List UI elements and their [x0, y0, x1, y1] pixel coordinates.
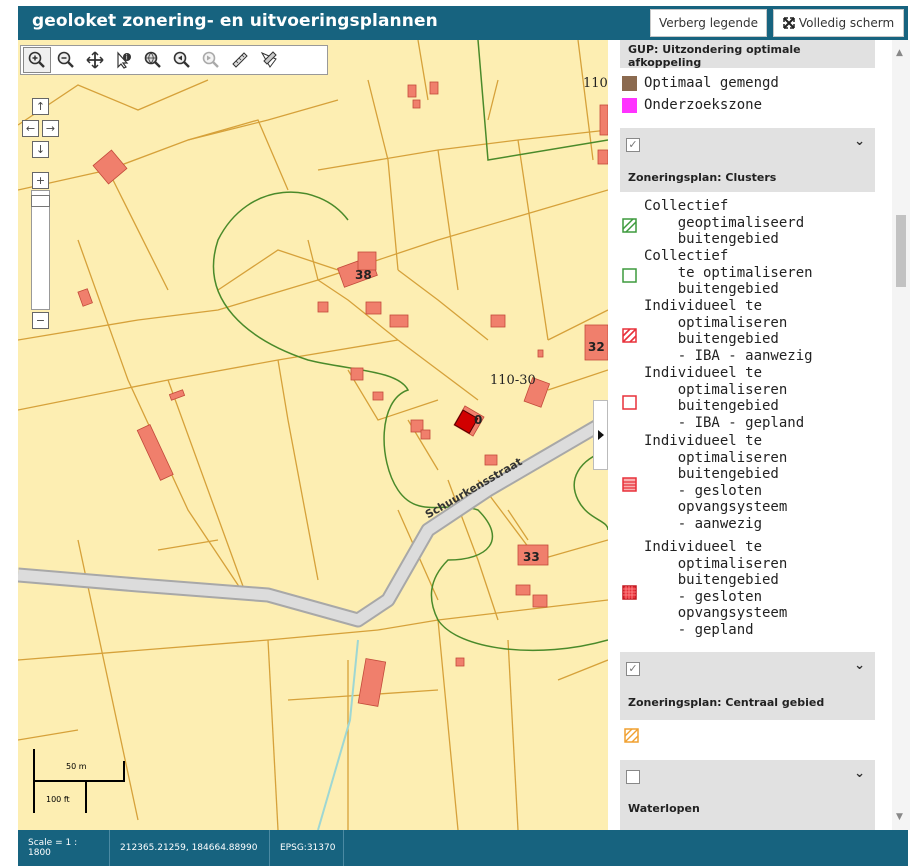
house-number-32: 32	[588, 340, 605, 354]
zoom-next-tool[interactable]	[197, 47, 225, 73]
legend-group-clusters-header[interactable]: ✓ ⌄ Zoneringsplan: Clusters	[620, 128, 875, 192]
zoom-in-icon	[28, 51, 45, 68]
legend-panel: GUP: Uitzondering optimale afkoppeling O…	[608, 40, 892, 830]
expand-icon	[783, 17, 795, 29]
swatch-optimaal-gemengd	[622, 76, 637, 91]
swatch-hatched-red	[622, 328, 637, 343]
legend-group-gup-header[interactable]: GUP: Uitzondering optimale afkoppeling	[620, 40, 875, 69]
scroll-up-icon[interactable]: ▲	[896, 48, 903, 58]
zoom-out-button[interactable]: −	[32, 312, 49, 329]
swatch-hatched-orange	[624, 728, 639, 743]
legend-group-title: Waterlopen	[628, 802, 700, 815]
zoom-out-tool[interactable]	[52, 47, 80, 73]
svg-text:i: i	[126, 54, 128, 62]
pan-down-button[interactable]: ↓	[32, 141, 49, 158]
status-epsg: EPSG:31370	[270, 830, 344, 866]
globe-search-icon	[144, 51, 161, 68]
pan-tool[interactable]	[81, 47, 109, 73]
pan-up-button[interactable]: ↑	[32, 98, 49, 115]
legend-item-label: Individueel te optimaliseren buitengebie…	[644, 539, 788, 638]
fullscreen-label: Volledig scherm	[798, 16, 895, 30]
scale-bar-metric: 50 m	[66, 762, 87, 771]
legend-group-title: Zoneringsplan: Clusters	[628, 171, 777, 184]
identify-icon: i	[117, 51, 131, 69]
zoom-previous-tool[interactable]	[168, 47, 196, 73]
status-coordinates: 212365.21259, 184664.88990	[110, 830, 270, 866]
app-header: geoloket zonering- en uitvoeringsplannen…	[18, 6, 908, 40]
parcel-label-110-30: 110-30	[490, 373, 536, 388]
identify-tool[interactable]: i	[110, 47, 138, 73]
globe-search-tool[interactable]	[139, 47, 167, 73]
map-graphics	[18, 40, 608, 830]
parcel-label-110: 110	[583, 76, 608, 91]
legend-group-waterlopen-header[interactable]: ⌄ Waterlopen	[620, 760, 875, 830]
ruler-icon	[232, 52, 248, 68]
collapse-chevron-icon[interactable]: ⌄	[854, 658, 865, 673]
caret-right-icon	[597, 430, 604, 440]
hide-legend-button[interactable]: Verberg legende	[650, 9, 767, 37]
collapse-chevron-icon[interactable]: ⌄	[854, 134, 865, 149]
area-ruler-icon	[260, 51, 277, 68]
status-bar: Scale = 1 : 1800 212365.21259, 184664.88…	[18, 830, 908, 866]
legend-item-label: Collectief te optimaliseren buitengebied	[644, 248, 813, 297]
house-number-33: 33	[523, 550, 540, 564]
zoom-previous-icon	[173, 51, 190, 68]
measure-area-tool[interactable]	[255, 47, 283, 73]
zoom-next-icon	[202, 51, 219, 68]
zoom-bar[interactable]	[31, 190, 50, 310]
legend-toggle-handle[interactable]	[593, 400, 608, 470]
legend-item-label: Individueel te optimaliseren buitengebie…	[644, 433, 788, 532]
legend-scrollbar[interactable]: ▲ ▼	[892, 40, 910, 830]
swatch-outline-green	[622, 268, 637, 283]
cluster-outlines	[212, 40, 608, 652]
map-toolbar: i	[20, 45, 328, 75]
scale-bar-imperial: 100 ft	[46, 795, 70, 804]
scale-bar: 50 m 100 ft	[32, 747, 142, 815]
status-scale: Scale = 1 : 1800	[18, 830, 110, 866]
swatch-hatched-green	[622, 218, 637, 233]
legend-group-title: GUP: Uitzondering optimale afkoppeling	[628, 43, 801, 69]
zoom-in-tool[interactable]	[23, 47, 51, 73]
house-number-0: 0	[474, 413, 483, 427]
swatch-striped-red	[622, 477, 637, 492]
layer-checkbox[interactable]: ✓	[626, 138, 640, 152]
layer-checkbox[interactable]: ✓	[626, 662, 640, 676]
legend-item-label: Individueel te optimaliseren buitengebie…	[644, 365, 805, 431]
swatch-checkered-red	[622, 585, 637, 600]
app-title: geoloket zonering- en uitvoeringsplannen	[32, 11, 438, 31]
layer-checkbox[interactable]	[626, 770, 640, 784]
pan-icon	[86, 51, 104, 69]
collapse-chevron-icon[interactable]: ⌄	[854, 766, 865, 781]
pan-left-button[interactable]: ←	[22, 120, 39, 137]
zoom-in-button[interactable]: +	[32, 172, 49, 189]
legend-item-label: Onderzoekszone	[644, 97, 763, 113]
buildings	[77, 81, 608, 707]
map-canvas[interactable]: 110 110-30 38 32 33 0 Schuurkensstraat i	[18, 40, 608, 830]
scrollbar-thumb[interactable]	[896, 215, 906, 287]
scale-bar-graphic	[33, 749, 125, 813]
measure-distance-tool[interactable]	[226, 47, 254, 73]
zoom-slider-handle[interactable]	[31, 195, 50, 207]
house-number-38: 38	[355, 268, 372, 282]
scroll-down-icon[interactable]: ▼	[896, 812, 903, 822]
legend-item-label: Collectief geoptimaliseerd buitengebied	[644, 198, 805, 247]
zoom-out-icon	[57, 51, 74, 68]
pan-right-button[interactable]: →	[42, 120, 59, 137]
legend-item-label: Optimaal gemengd	[644, 75, 779, 91]
legend-group-centraal-header[interactable]: ✓ ⌄ Zoneringsplan: Centraal gebied	[620, 652, 875, 720]
swatch-outline-red	[622, 395, 637, 410]
legend-item-label: Individueel te optimaliseren buitengebie…	[644, 298, 813, 364]
swatch-onderzoekszone	[622, 98, 637, 113]
legend-group-title: Zoneringsplan: Centraal gebied	[628, 696, 825, 709]
fullscreen-button[interactable]: Volledig scherm	[773, 9, 904, 37]
